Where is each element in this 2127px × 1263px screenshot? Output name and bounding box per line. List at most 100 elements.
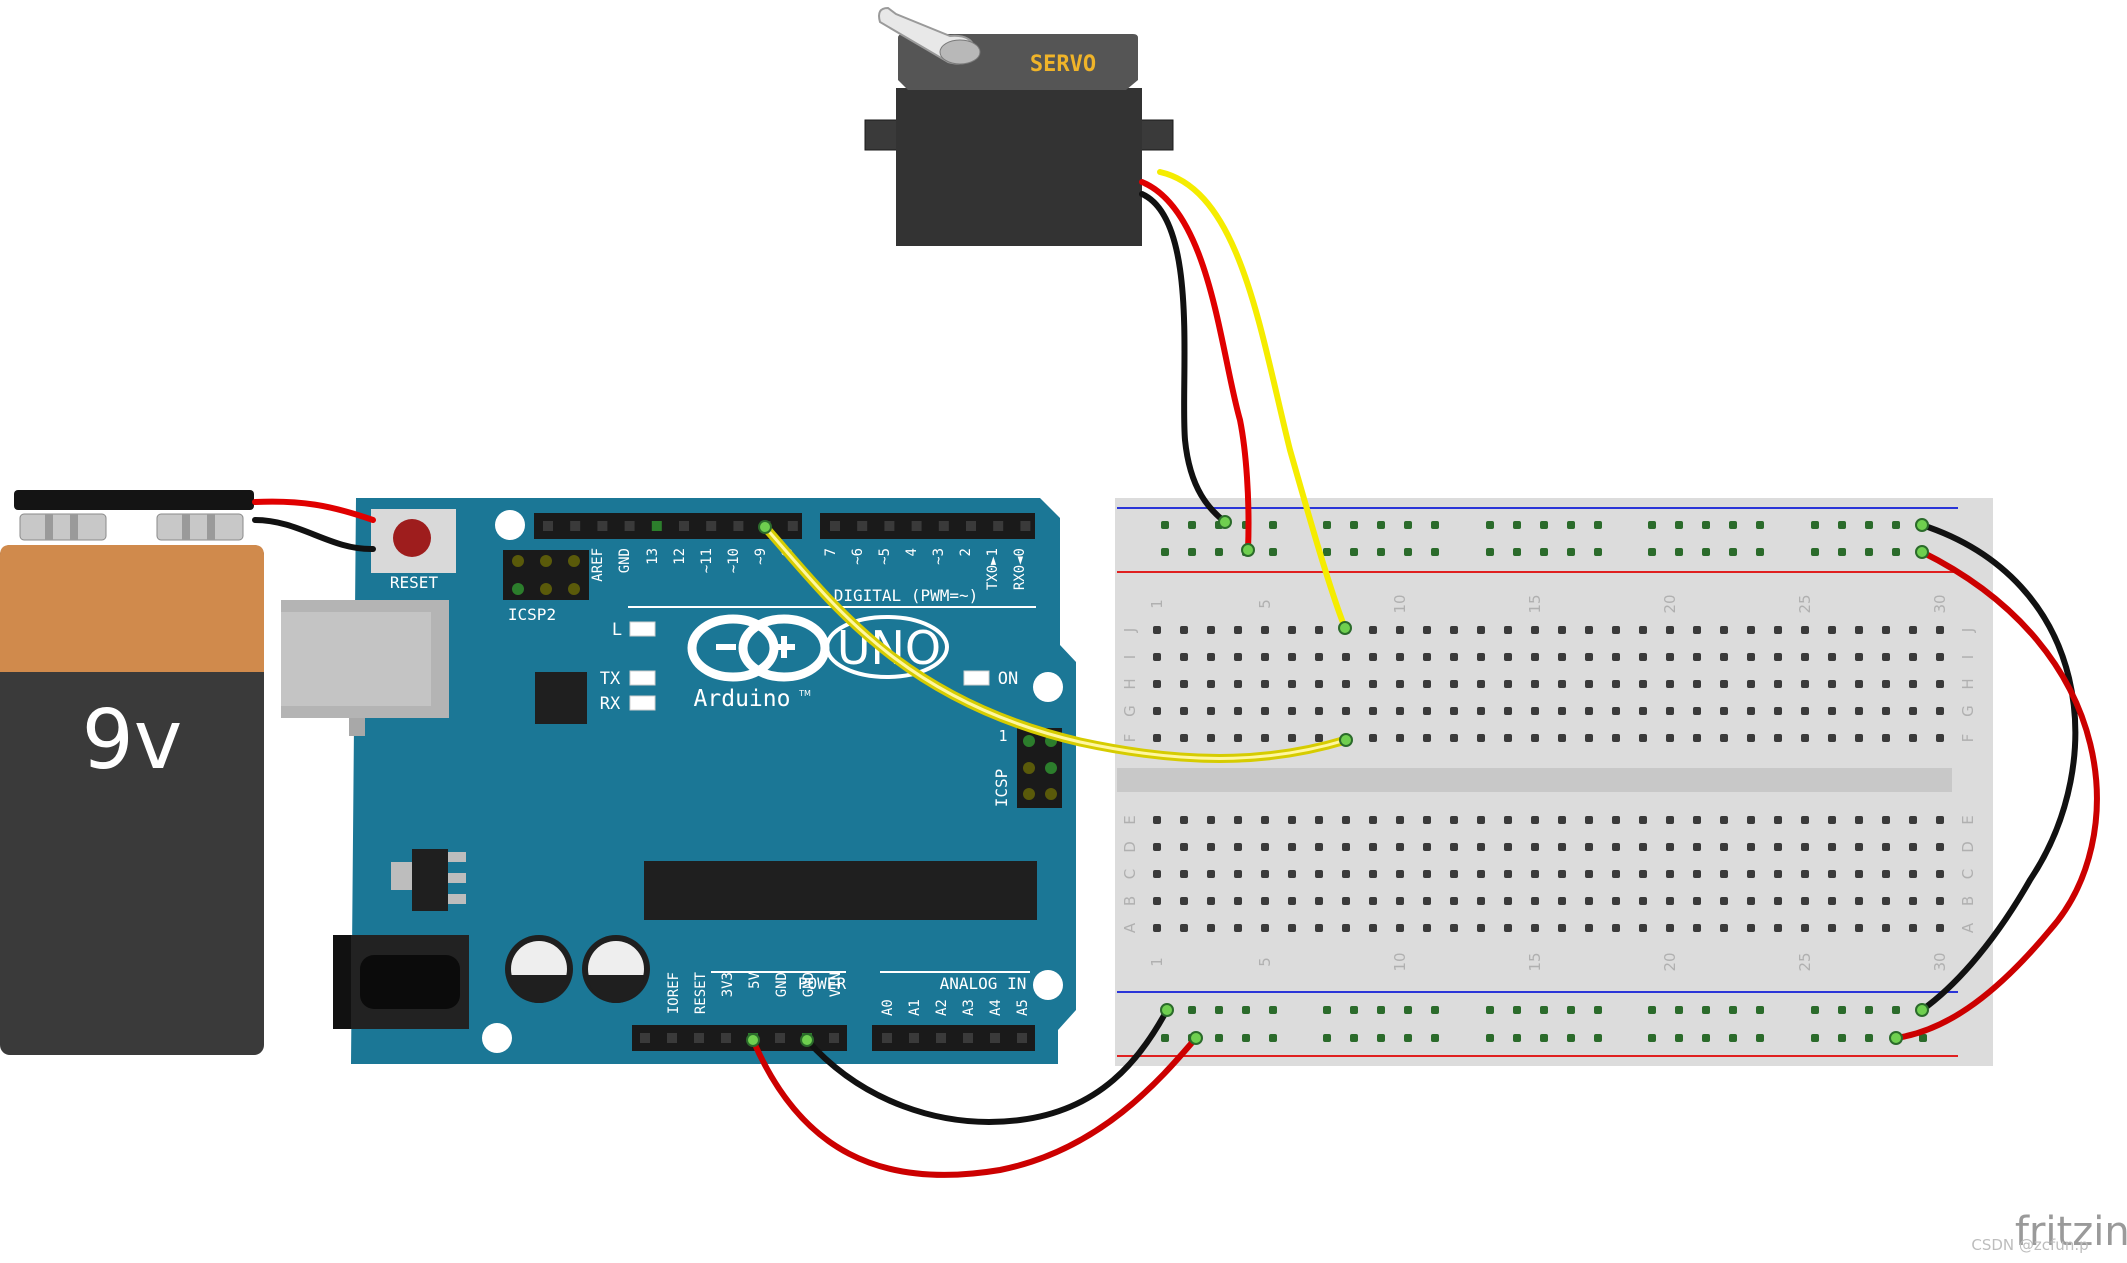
breadboard-hole: [1693, 870, 1701, 878]
header-pin[interactable]: [857, 521, 868, 531]
mounting-hole: [495, 510, 525, 540]
header-pin[interactable]: [667, 1033, 677, 1043]
breadboard-hole: [1720, 734, 1728, 742]
header-pin[interactable]: [938, 521, 949, 531]
breadboard-hole: [1450, 734, 1458, 742]
header-pin[interactable]: [993, 521, 1004, 531]
column-number: 20: [1661, 594, 1679, 613]
breadboard-hole: [1585, 626, 1593, 634]
arduino-board: [351, 498, 1076, 1064]
breadboard-hole: [1234, 816, 1242, 824]
header-pin[interactable]: [830, 521, 840, 531]
breadboard-hole: [1369, 707, 1377, 715]
header-pin[interactable]: [1020, 521, 1031, 531]
rail-hole: [1377, 1006, 1385, 1014]
breadboard-hole: [1639, 707, 1647, 715]
header-pin[interactable]: [911, 521, 922, 531]
rail-hole: [1540, 1006, 1548, 1014]
rail-hole: [1892, 1006, 1900, 1014]
breadboard-hole: [1315, 870, 1323, 878]
breadboard-hole: [1153, 924, 1161, 932]
reset-button-cap[interactable]: [393, 519, 431, 557]
breadboard-hole: [1396, 734, 1404, 742]
breadboard-hole: [1774, 843, 1782, 851]
header-pin[interactable]: [963, 1033, 973, 1043]
breadboard-hole: [1639, 897, 1647, 905]
breadboard-hole: [1936, 626, 1944, 634]
header-pin[interactable]: [624, 521, 635, 531]
header-pin[interactable]: [775, 1033, 785, 1043]
breadboard-hole: [1747, 843, 1755, 851]
breadboard-hole: [1666, 897, 1674, 905]
breadboard-hole: [1936, 653, 1944, 661]
header-pin[interactable]: [936, 1033, 946, 1043]
breadboard-hole: [1936, 680, 1944, 688]
breadboard-hole: [1801, 870, 1809, 878]
breadboard-hole: [1720, 626, 1728, 634]
breadboard-hole: [1801, 653, 1809, 661]
header-pin[interactable]: [640, 1033, 650, 1043]
header-pin[interactable]: [597, 521, 608, 531]
breadboard-hole: [1909, 653, 1917, 661]
row-letter: C: [1959, 869, 1977, 879]
breadboard-hole: [1882, 734, 1890, 742]
header-pin[interactable]: [1017, 1033, 1027, 1043]
rail-hole: [1919, 1034, 1927, 1042]
rail-hole: [1188, 548, 1196, 556]
breadboard-hole: [1315, 924, 1323, 932]
header-pin[interactable]: [829, 1033, 839, 1043]
breadboard-hole: [1234, 626, 1242, 634]
header-pin[interactable]: [651, 521, 662, 531]
breadboard-hole: [1585, 843, 1593, 851]
atmega-chip: [644, 861, 1037, 920]
rail-hole: [1594, 1006, 1602, 1014]
header-pin[interactable]: [884, 521, 895, 531]
header-pin[interactable]: [694, 1033, 704, 1043]
breadboard-hole: [1747, 924, 1755, 932]
rail-hole: [1702, 521, 1710, 529]
header-pin[interactable]: [733, 521, 744, 531]
breadboard-hole: [1909, 897, 1917, 905]
breadboard-hole: [1531, 653, 1539, 661]
breadboard-hole: [1423, 653, 1431, 661]
breadboard-hole: [1774, 626, 1782, 634]
header-pin[interactable]: [570, 521, 581, 531]
breadboard-hole: [1882, 707, 1890, 715]
breadboard-hole: [1261, 626, 1269, 634]
breadboard-hole: [1855, 626, 1863, 634]
rail-hole: [1377, 521, 1385, 529]
rail-hole: [1838, 521, 1846, 529]
breadboard-hole: [1288, 897, 1296, 905]
header-pin[interactable]: [966, 521, 976, 531]
breadboard-hole: [1936, 816, 1944, 824]
row-letter: J: [1121, 628, 1139, 633]
rail-hole: [1567, 548, 1575, 556]
header-pin[interactable]: [990, 1033, 1000, 1043]
header-pin[interactable]: [706, 521, 717, 531]
breadboard-hole: [1477, 816, 1485, 824]
header-pin[interactable]: [543, 521, 553, 531]
breadboard-hole: [1477, 734, 1485, 742]
breadboard-hole: [1153, 897, 1161, 905]
rail-hole: [1377, 1034, 1385, 1042]
row-letter: J: [1959, 628, 1977, 633]
rail-hole: [1431, 1006, 1439, 1014]
header-pin[interactable]: [721, 1033, 731, 1043]
breadboard-hole: [1909, 816, 1917, 824]
breadboard-hole: [1801, 924, 1809, 932]
breadboard-hole: [1612, 870, 1620, 878]
header-pin[interactable]: [882, 1033, 892, 1043]
breadboard-hole: [1855, 843, 1863, 851]
header-pin[interactable]: [909, 1033, 919, 1043]
digital-header: [534, 513, 1035, 539]
wire-battery-black: [252, 517, 376, 553]
header-pin[interactable]: [787, 521, 798, 531]
breadboard-hole: [1828, 680, 1836, 688]
breadboard-hole: [1909, 680, 1917, 688]
wire-rail-bridge-power: [1893, 549, 2100, 1041]
row-letter: F: [1121, 734, 1139, 743]
header-pin[interactable]: [679, 521, 689, 531]
breadboard-hole: [1666, 626, 1674, 634]
battery-9v: 9v: [0, 490, 264, 1055]
breadboard-hole: [1450, 924, 1458, 932]
